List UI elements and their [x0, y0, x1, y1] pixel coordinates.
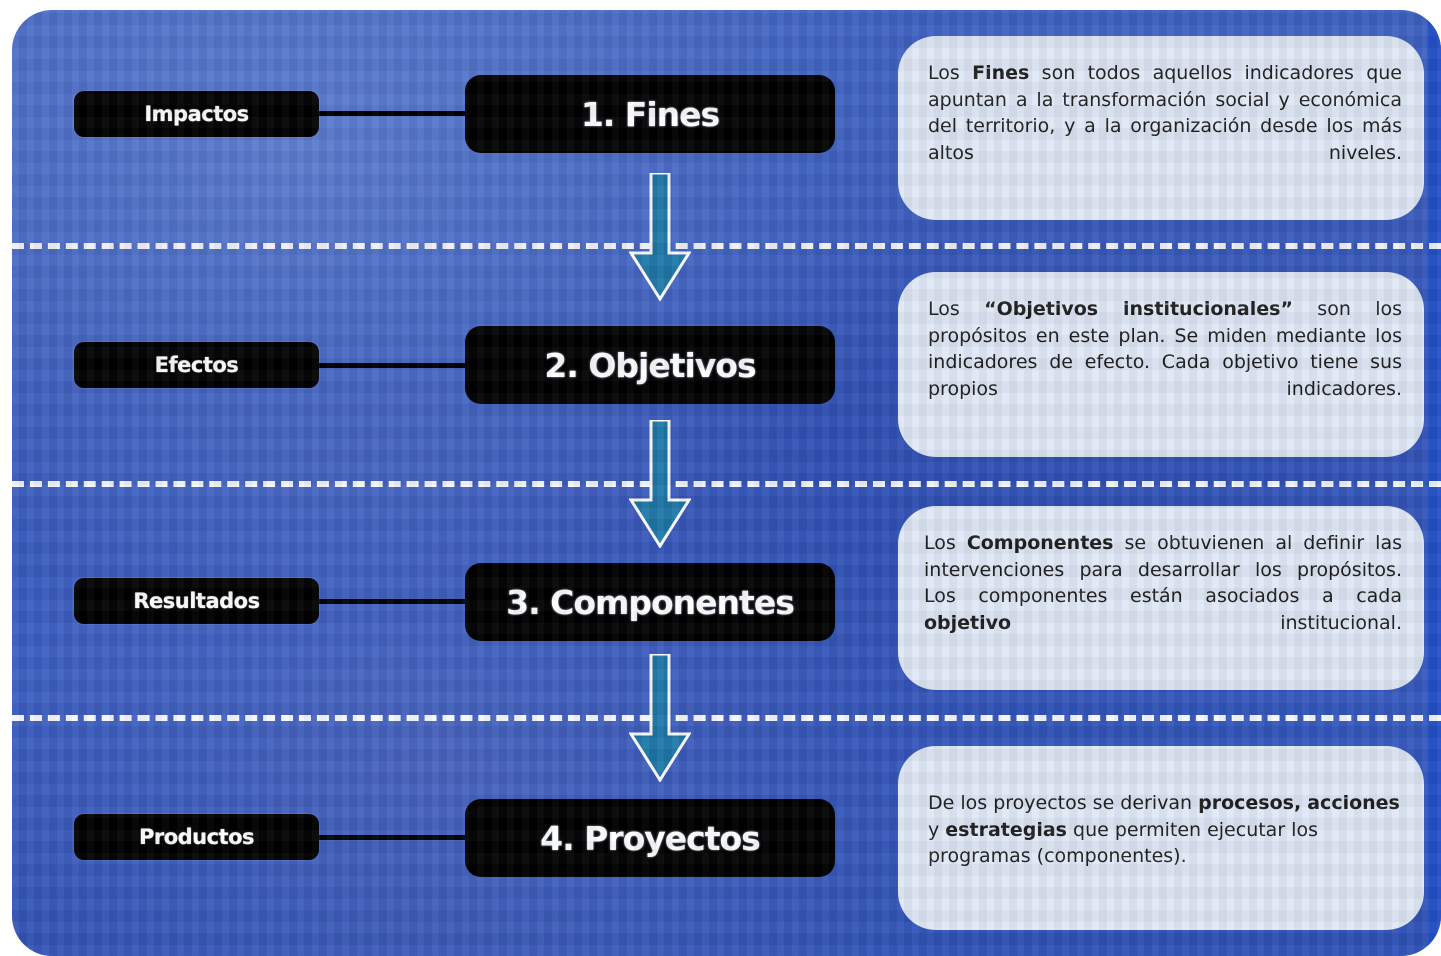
desc-proyectos-part-6: estrategias	[945, 818, 1067, 841]
description-objetivos: Los “Objetivos institucionales” son los …	[898, 272, 1424, 457]
label-impactos-text: Impactos	[144, 102, 249, 127]
desc-objetivos-part-1: Los	[928, 298, 985, 320]
section-divider-2	[12, 481, 1441, 487]
stage-proyectos-title: 4. Proyectos	[540, 818, 761, 858]
description-fines: Los Fines son todos aquellos indicadores…	[898, 36, 1424, 220]
down-arrow-icon	[629, 420, 691, 548]
stage-componentes-title: 3. Componentes	[506, 582, 795, 622]
down-arrow-2	[629, 420, 691, 548]
stage-fines: 1. Fines	[465, 75, 835, 153]
desc-fines-part-2: Fines	[972, 62, 1030, 84]
desc-fines-part-1: Los	[928, 62, 973, 84]
description-proyectos: De los proyectos se derivan procesos, ac…	[898, 746, 1424, 930]
label-resultados-text: Resultados	[133, 589, 260, 614]
desc-componentes-part-4: objetivo	[924, 612, 1012, 635]
stage-componentes: 3. Componentes	[465, 563, 835, 641]
down-arrow-3	[629, 654, 691, 782]
down-arrow-1	[629, 173, 691, 301]
connector-line-productos	[317, 835, 477, 840]
desc-componentes-part-5: institucional.	[1011, 612, 1402, 635]
label-productos-text: Productos	[138, 825, 255, 850]
label-resultados: Resultados	[74, 578, 319, 624]
desc-proyectos-part-1: De los proyectos se derivan	[928, 792, 1199, 814]
desc-proyectos-part-7: que permiten ejecutar los programas (com…	[928, 818, 1318, 868]
label-efectos: Efectos	[74, 342, 319, 388]
label-efectos-text: Efectos	[154, 353, 239, 378]
down-arrow-icon	[629, 654, 691, 782]
connector-line-impactos	[317, 111, 477, 116]
desc-fines-part-3: son todos aquellos indicadores que apunt…	[928, 62, 1402, 165]
description-componentes: Los Componentes se obtuvienen al definir…	[898, 506, 1424, 690]
connector-line-resultados	[317, 599, 477, 604]
desc-componentes-part-1: Los	[924, 532, 967, 554]
diagram-panel: Impactos 1. Fines Los Fines son todos aq…	[12, 10, 1441, 956]
stage-proyectos: 4. Proyectos	[465, 799, 835, 877]
stage-objetivos-title: 2. Objetivos	[544, 345, 756, 385]
stage-objetivos: 2. Objetivos	[465, 326, 835, 404]
desc-proyectos-part-2: procesos,	[1198, 792, 1302, 814]
desc-proyectos-part-4: acciones	[1307, 792, 1400, 814]
connector-line-efectos	[317, 363, 477, 368]
section-divider-1	[12, 243, 1441, 249]
desc-objetivos-part-3: son los propósitos en este plan. Se mide…	[928, 298, 1402, 401]
desc-objetivos-part-2: “Objetivos institucionales”	[984, 298, 1293, 320]
section-divider-3	[12, 715, 1441, 721]
label-productos: Productos	[74, 814, 319, 860]
down-arrow-icon	[629, 173, 691, 301]
desc-componentes-part-2: Componentes	[966, 532, 1114, 554]
desc-componentes-part-3: se obtuvienen al definir las intervencio…	[924, 532, 1402, 608]
desc-proyectos-part-5: y	[928, 818, 946, 841]
label-impactos: Impactos	[74, 91, 319, 137]
stage-fines-title: 1. Fines	[580, 94, 720, 134]
